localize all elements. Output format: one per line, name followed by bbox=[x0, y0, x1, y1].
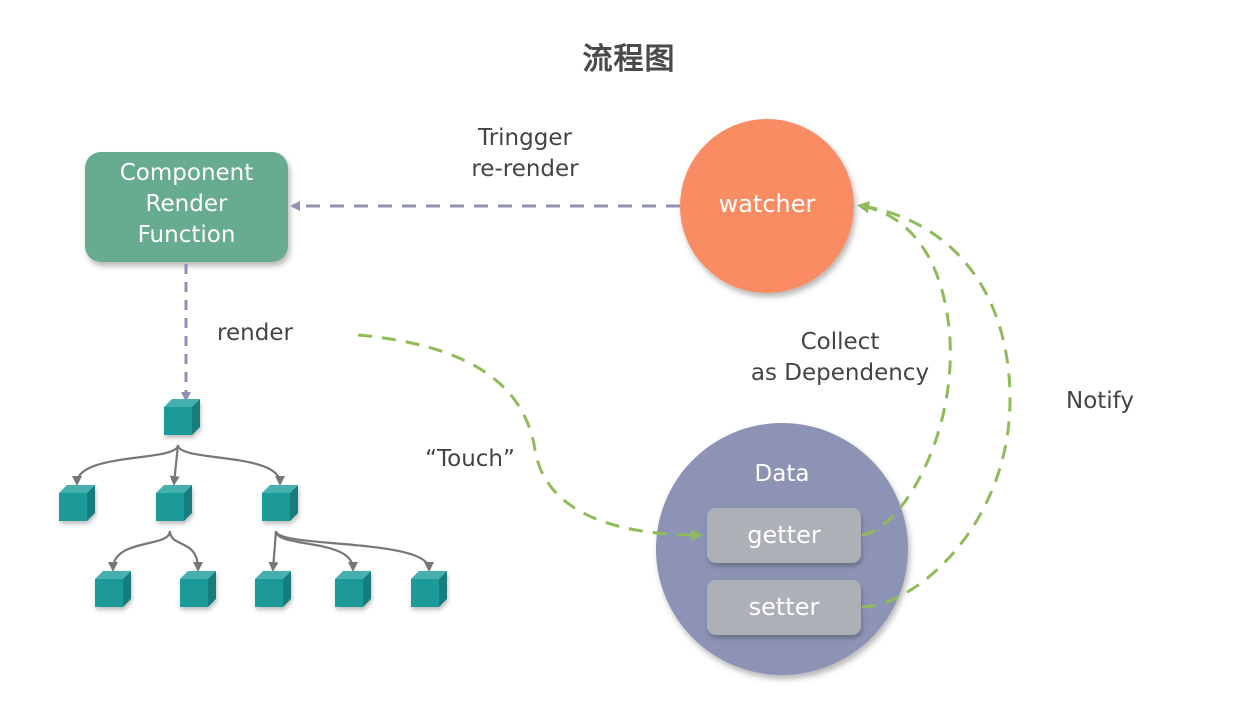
component-render-function-box bbox=[85, 152, 288, 262]
touch-label: “Touch” bbox=[425, 446, 515, 472]
render-label: render bbox=[217, 320, 293, 346]
vdom-node-cube-n4 bbox=[95, 571, 131, 607]
tree-edge-n3-n8 bbox=[274, 530, 434, 572]
watcher-label: watcher bbox=[718, 190, 816, 218]
tree-edge-n2-n4 bbox=[108, 530, 172, 572]
collect-dependency-arrow bbox=[857, 201, 952, 537]
trigger-rerender-label: Tringger re-render bbox=[440, 123, 610, 185]
collect-label-line-1: Collect bbox=[800, 329, 880, 355]
page-title: 流程图 bbox=[582, 42, 676, 77]
vdom-node-cube-n1 bbox=[59, 485, 95, 521]
vdom-tree-edges bbox=[72, 444, 434, 572]
component-label-line-3: Function bbox=[137, 222, 236, 248]
vdom-node-cube-n3 bbox=[262, 485, 298, 521]
getter-box bbox=[707, 508, 861, 563]
component-label-line-1: Component bbox=[119, 160, 254, 186]
tree-edge-n0-n1 bbox=[72, 444, 180, 486]
component-label-line-2: Render bbox=[145, 191, 228, 217]
getter-label: getter bbox=[747, 521, 821, 549]
vdom-node-cube-n2 bbox=[156, 485, 192, 521]
touch-arrow bbox=[357, 333, 703, 541]
tree-edge-n3-n6 bbox=[268, 530, 279, 572]
vdom-node-cube-n8 bbox=[411, 571, 447, 607]
watcher-circle bbox=[680, 119, 854, 293]
notify-label: Notify bbox=[1066, 388, 1134, 414]
collect-label-line-2: as Dependency bbox=[750, 360, 930, 386]
vdom-node-cube-n6 bbox=[255, 571, 291, 607]
notify-arrow bbox=[857, 201, 1012, 609]
tree-edge-n2-n5 bbox=[168, 530, 203, 572]
setter-label: setter bbox=[748, 593, 820, 621]
vdom-node-cube-n0 bbox=[164, 399, 200, 435]
tree-edge-n0-n2 bbox=[169, 444, 180, 486]
setter-box bbox=[707, 580, 861, 635]
vdom-node-cube-n7 bbox=[335, 571, 371, 607]
data-label: Data bbox=[754, 461, 810, 487]
vdom-node-cube-n5 bbox=[180, 571, 216, 607]
trigger-label-line-2: re-render bbox=[471, 156, 579, 182]
tree-edge-n0-n3 bbox=[176, 444, 285, 486]
component-render-function-label: Component Render Function bbox=[85, 158, 288, 251]
vdom-tree bbox=[59, 399, 447, 607]
collect-dependency-label: Collect as Dependency bbox=[735, 327, 945, 389]
trigger-label-line-1: Tringger bbox=[478, 125, 572, 151]
